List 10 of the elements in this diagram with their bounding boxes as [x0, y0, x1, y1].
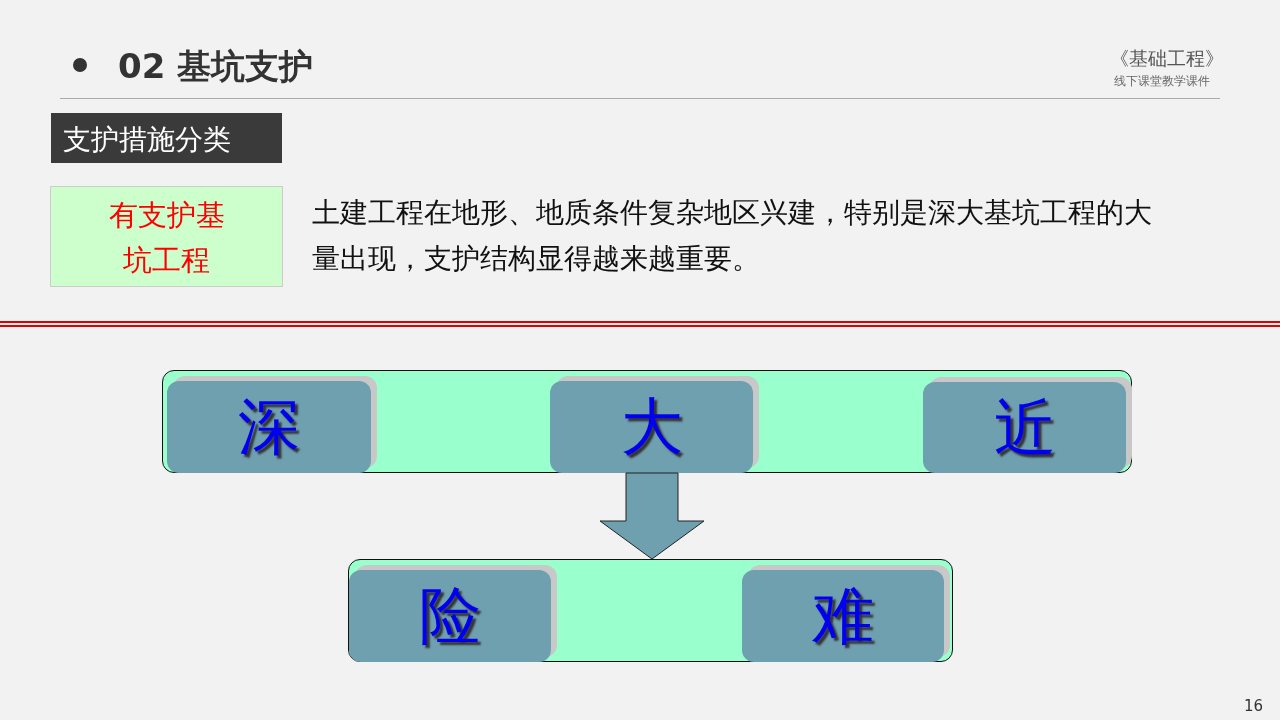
band-bar: [162, 370, 1132, 473]
band-bar: [348, 559, 953, 662]
section-banner: 支护措施分类: [51, 113, 282, 163]
body-paragraph: 土建工程在地形、地质条件复杂地区兴建，特别是深大基坑工程的大量出现，支护结构显得越来越重要。: [312, 195, 1153, 277]
course-title: 《基础工程》: [1110, 46, 1224, 71]
block-arrow: [599, 472, 705, 560]
page-number: 16: [1244, 697, 1264, 715]
course-subtitle: 线下课堂教学课件: [1114, 73, 1210, 90]
slide-title: 02 基坑支护: [118, 45, 314, 88]
topic-box: 有支护基坑工程: [50, 186, 283, 287]
